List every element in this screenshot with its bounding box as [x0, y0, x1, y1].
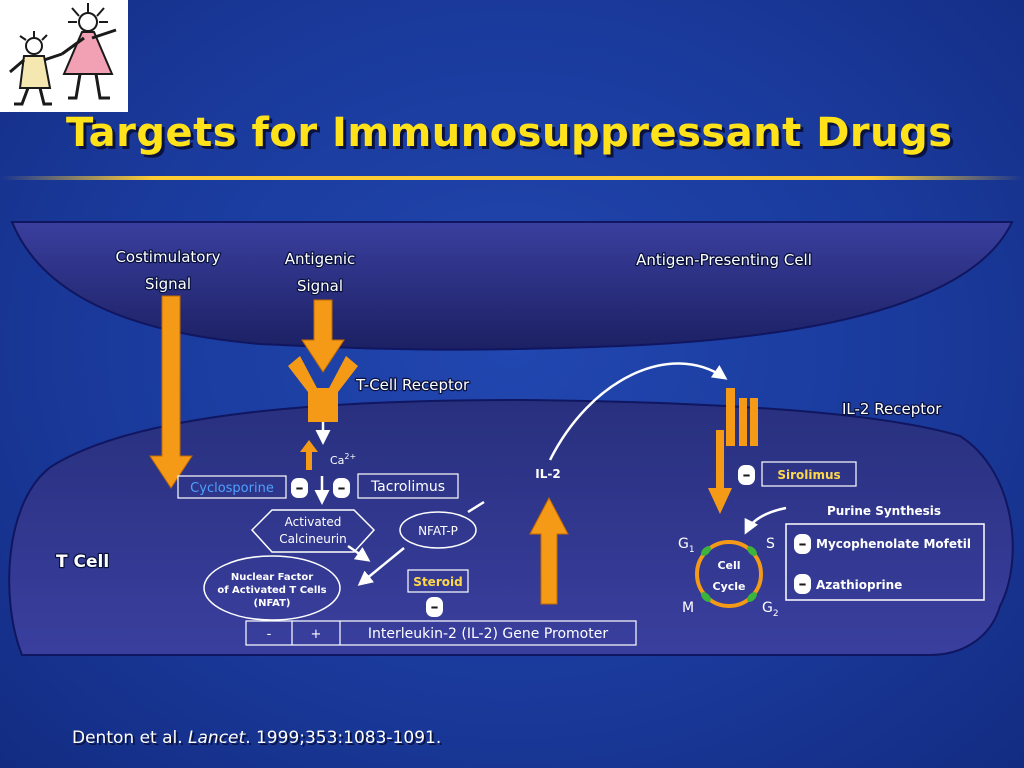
- nfatp-dash: [467, 500, 485, 514]
- purine-arrow: [744, 506, 787, 535]
- il2-up-arrow: [529, 496, 569, 605]
- cycle-marker-g1: [701, 546, 711, 556]
- calcium-arrow: [300, 440, 318, 470]
- apc-label: Antigen-Presenting Cell: [636, 251, 812, 269]
- svg-text:–: –: [743, 465, 751, 484]
- nfat-label-3: (NFAT): [254, 598, 291, 609]
- costimulatory-label-1: Costimulatory: [115, 248, 220, 266]
- cycle-g2-label: G2: [762, 600, 779, 619]
- calcineurin-label-2: Calcineurin: [279, 532, 346, 546]
- il2-label: IL-2: [535, 467, 560, 481]
- cyclosporine-box: [177, 475, 287, 499]
- svg-text:–: –: [799, 574, 807, 593]
- nfat-label-1: Nuclear Factor: [231, 572, 313, 583]
- steroid-label: Steroid: [413, 575, 462, 589]
- promoter-minus: -: [267, 627, 272, 642]
- inhibit-tacrolimus: –: [333, 478, 350, 498]
- purine-drug-box: [785, 523, 985, 601]
- t-cell-body: [8, 398, 1014, 656]
- promoter-box: [245, 620, 637, 646]
- steroid-box: [407, 569, 469, 593]
- cycle-marker-m: [701, 592, 711, 602]
- antigenic-label-1: Antigenic: [285, 250, 356, 268]
- il2-receptor-arrow: [708, 430, 732, 514]
- calcineurin-label-1: Activated: [285, 515, 342, 529]
- cycle-marker-g2: [747, 592, 757, 602]
- cyclosporine-label: Cyclosporine: [190, 481, 274, 496]
- inhibit-azathioprine: –: [794, 574, 811, 594]
- nfatp-ellipse: [399, 511, 477, 549]
- calcineurin-hexagon: [250, 509, 376, 553]
- sirolimus-box: [761, 461, 857, 487]
- svg-text:–: –: [338, 478, 346, 497]
- nfat-arrow: [357, 547, 405, 586]
- calcineurin-arrow: [347, 544, 371, 562]
- cycle-m-label: M: [682, 600, 694, 616]
- tcr-label: T-Cell Receptor: [355, 376, 470, 394]
- cycle-label-2: Cycle: [713, 580, 746, 593]
- citation-journal: Lancet: [188, 728, 246, 748]
- purine-title: Purine Synthesis: [827, 504, 941, 518]
- calcium-label: Ca2+: [330, 452, 356, 467]
- azathioprine-label: Azathioprine: [816, 578, 902, 592]
- svg-text:–: –: [296, 478, 304, 497]
- antigen-presenting-cell: [10, 221, 1014, 351]
- slide-title: Targets for Immunosuppressant Drugs: [66, 110, 953, 156]
- inhibit-steroid: –: [426, 597, 443, 617]
- nfat-label-2: of Activated T Cells: [217, 585, 326, 596]
- t-cell-label: T Cell: [56, 552, 109, 572]
- nfatp-label: NFAT-P: [418, 524, 458, 538]
- inhibit-mycophenolate: –: [794, 534, 811, 554]
- promoter-plus: +: [311, 627, 322, 642]
- il2r-label: IL-2 Receptor: [842, 400, 942, 418]
- cycle-marker-s: [747, 546, 757, 556]
- antigenic-arrow: [301, 299, 345, 373]
- t-cell-receptor-shape: [288, 356, 358, 422]
- tacrolimus-box: [357, 473, 459, 499]
- promoter-label: Interleukin-2 (IL-2) Gene Promoter: [368, 626, 608, 642]
- nfat-ellipse: [203, 555, 341, 621]
- citation-authors: Denton et al.: [72, 728, 189, 748]
- svg-text:–: –: [799, 534, 807, 553]
- kids-logo-image: [0, 0, 128, 112]
- antigenic-label-2: Signal: [297, 277, 343, 295]
- costimulatory-label-2: Signal: [145, 275, 191, 293]
- il2-receptor-shape: [726, 388, 758, 446]
- inhibit-cyclosporine: –: [291, 478, 308, 498]
- cell-cycle-circle: [695, 540, 763, 608]
- inhibit-sirolimus: –: [738, 465, 755, 485]
- citation: Denton et al. Lancet. 1999;353:1083-1091…: [72, 728, 441, 748]
- svg-text:–: –: [431, 597, 439, 616]
- tacrolimus-label: Tacrolimus: [370, 479, 445, 495]
- citation-ref: . 1999;353:1083-1091.: [245, 728, 442, 748]
- cycle-s-label: S: [766, 536, 775, 552]
- mycophenolate-label: Mycophenolate Mofetil: [816, 537, 971, 551]
- il2-curve-arrow: [548, 362, 728, 461]
- title-underline: [0, 176, 1024, 180]
- cycle-g1-label: G1: [678, 536, 695, 555]
- costimulatory-arrow: [149, 295, 193, 489]
- sirolimus-label: Sirolimus: [777, 468, 840, 482]
- cycle-label-1: Cell: [717, 559, 740, 572]
